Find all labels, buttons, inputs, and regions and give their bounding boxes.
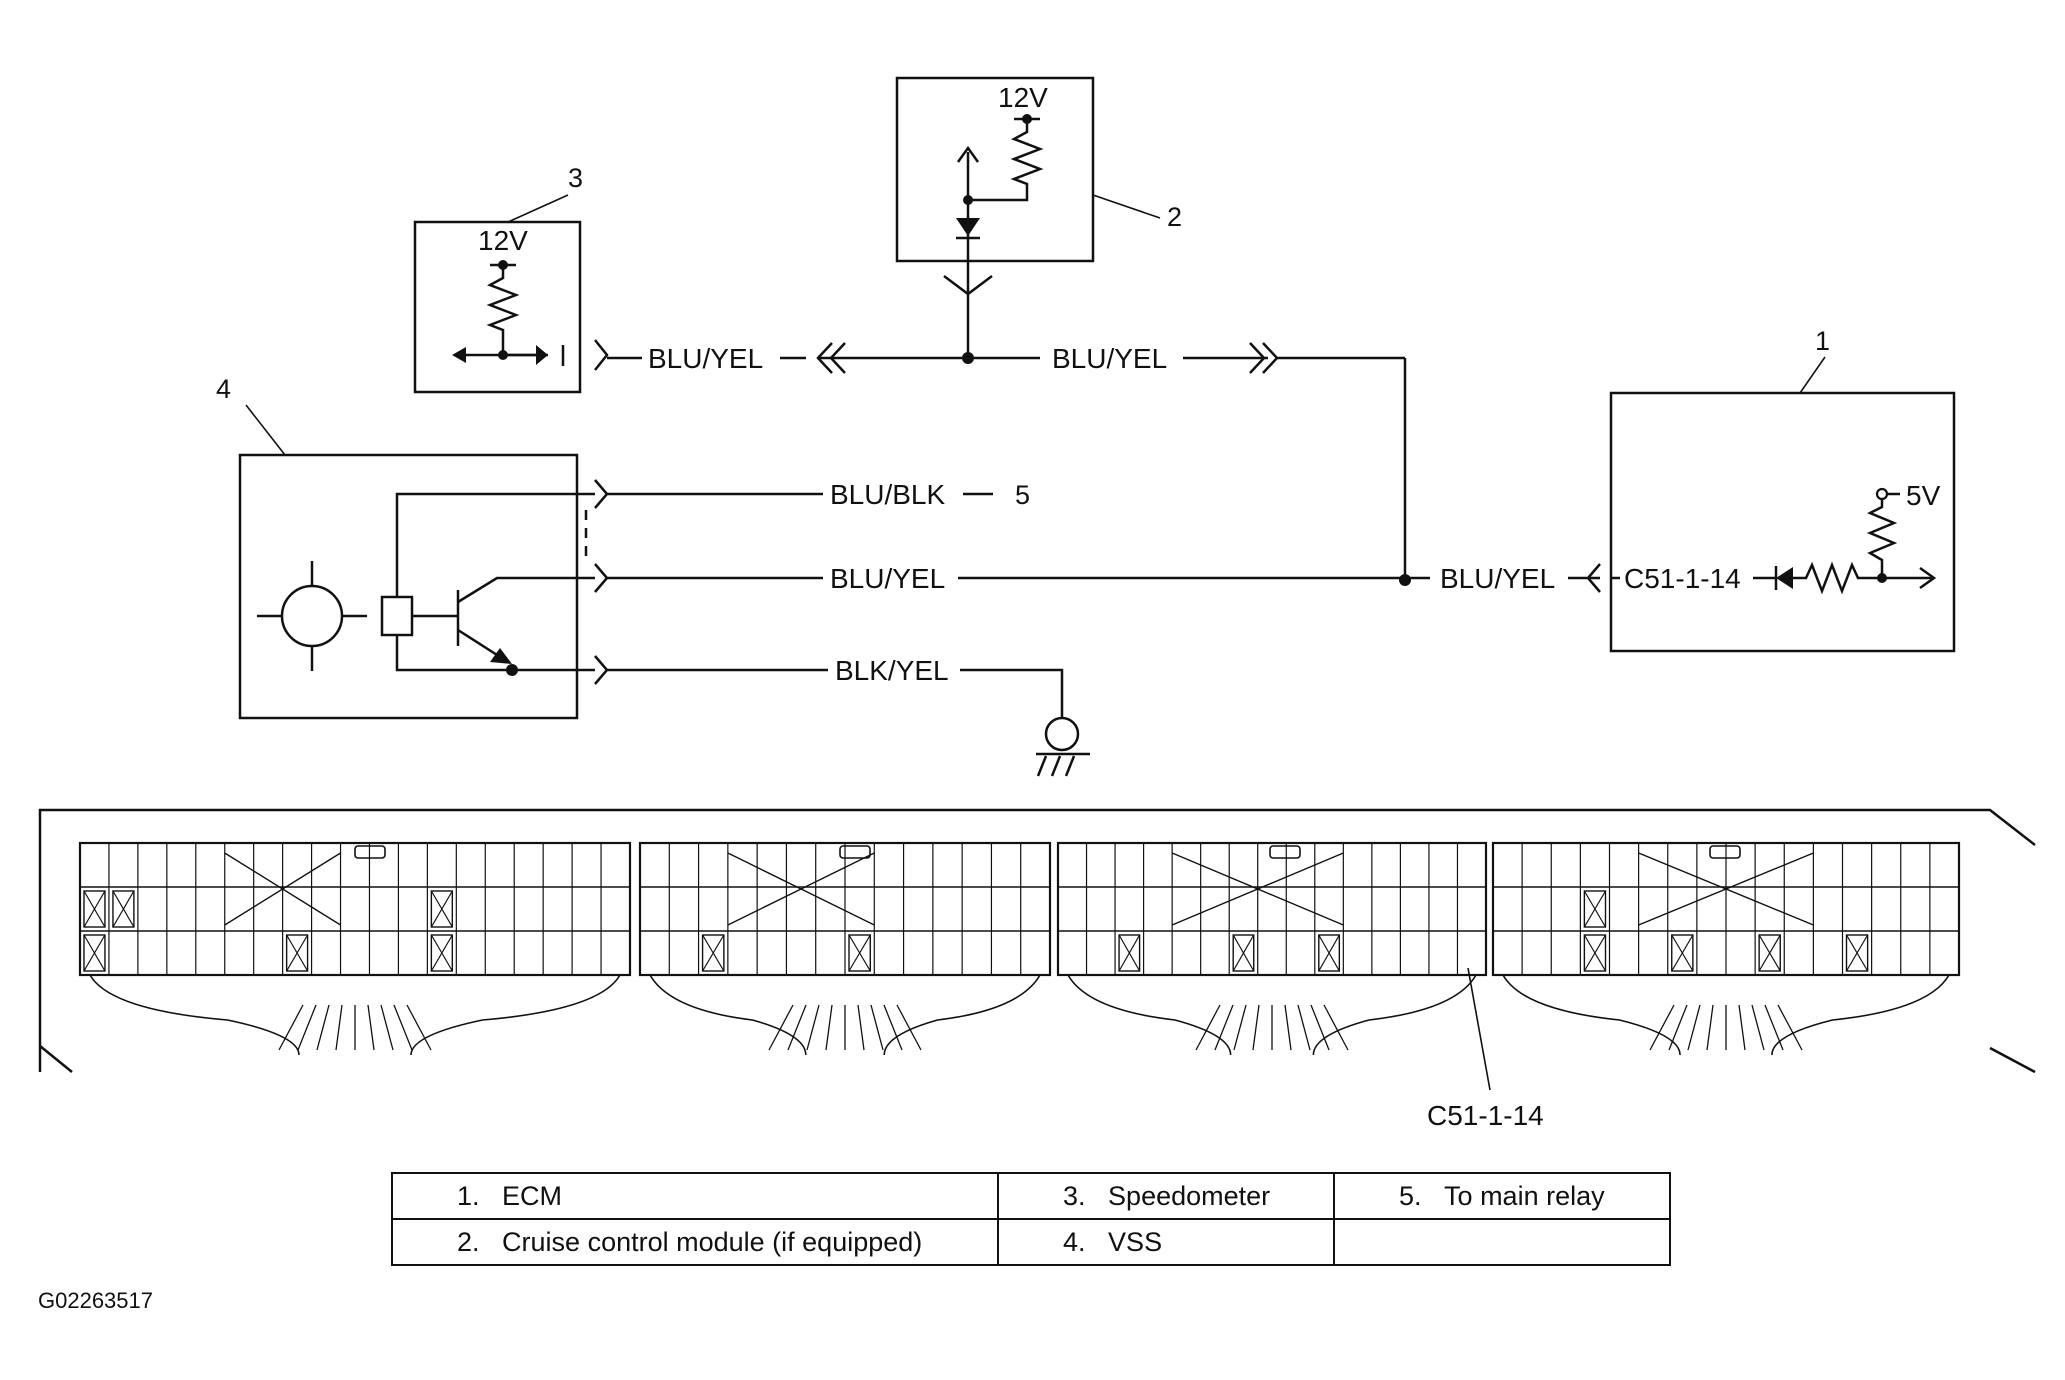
legend-row: 2. Cruise control module (if equipped) 4…: [391, 1218, 1671, 1266]
legend-text: To main relay: [1444, 1180, 1605, 1211]
ecm-wire-label: BLU/YEL: [1440, 563, 1555, 594]
speedometer-voltage: 12V: [478, 225, 528, 256]
callout-2: 2: [1167, 202, 1182, 232]
legend-text: VSS: [1108, 1226, 1163, 1257]
speedometer-block: 12V 3: [413, 163, 609, 394]
legend-row: 1. ECM 3. Speedometer 5. To main relay: [391, 1172, 1671, 1220]
legend-num: 3.: [1063, 1180, 1086, 1211]
connector-callout: C51-1-14: [1427, 1100, 1544, 1131]
connector-block: [1056, 841, 1488, 977]
speedometer-wire-label: BLU/YEL: [648, 343, 763, 374]
legend-num: 2.: [457, 1226, 480, 1257]
signal-wire-label: BLU/YEL: [830, 563, 945, 594]
legend-text: Cruise control module (if equipped): [502, 1226, 923, 1257]
callout-1: 1: [1815, 326, 1830, 356]
callout-5: 5: [1015, 480, 1030, 510]
cruise-voltage: 12V: [998, 82, 1048, 113]
connector-block: [78, 841, 632, 977]
callout-3: 3: [568, 163, 583, 193]
ecm-pin-label: C51-1-14: [1624, 563, 1741, 594]
legend-text: ECM: [502, 1180, 563, 1211]
legend-table: 1. ECM 3. Speedometer 5. To main relay 2…: [391, 1172, 1671, 1266]
vss-wires: BLU/BLK 5 BLU/YEL BLU/YEL BLK/YEL: [607, 479, 1601, 777]
ecm-voltage: 5V: [1906, 480, 1941, 511]
ground-wire-label: BLK/YEL: [835, 655, 949, 686]
figure-id: G02263517: [38, 1288, 153, 1313]
legend-num: 1.: [457, 1180, 480, 1211]
legend-text: Speedometer: [1108, 1180, 1271, 1211]
cruise-module-block: 12V 2: [895, 76, 1182, 358]
ecm-connector-view: C51-1-14: [38, 808, 2036, 1131]
ecm-block: C51-1-14 5V 1: [1609, 326, 1956, 653]
legend-num: 5.: [1399, 1180, 1422, 1211]
relay-wire-label: BLU/BLK: [830, 479, 945, 510]
callout-4: 4: [216, 374, 231, 404]
legend-num: 4.: [1063, 1226, 1086, 1257]
upper-bus: BLU/YEL BLU/YEL: [607, 342, 1411, 586]
cruise-wire-label: BLU/YEL: [1052, 343, 1167, 374]
vss-block: 4: [216, 374, 609, 720]
